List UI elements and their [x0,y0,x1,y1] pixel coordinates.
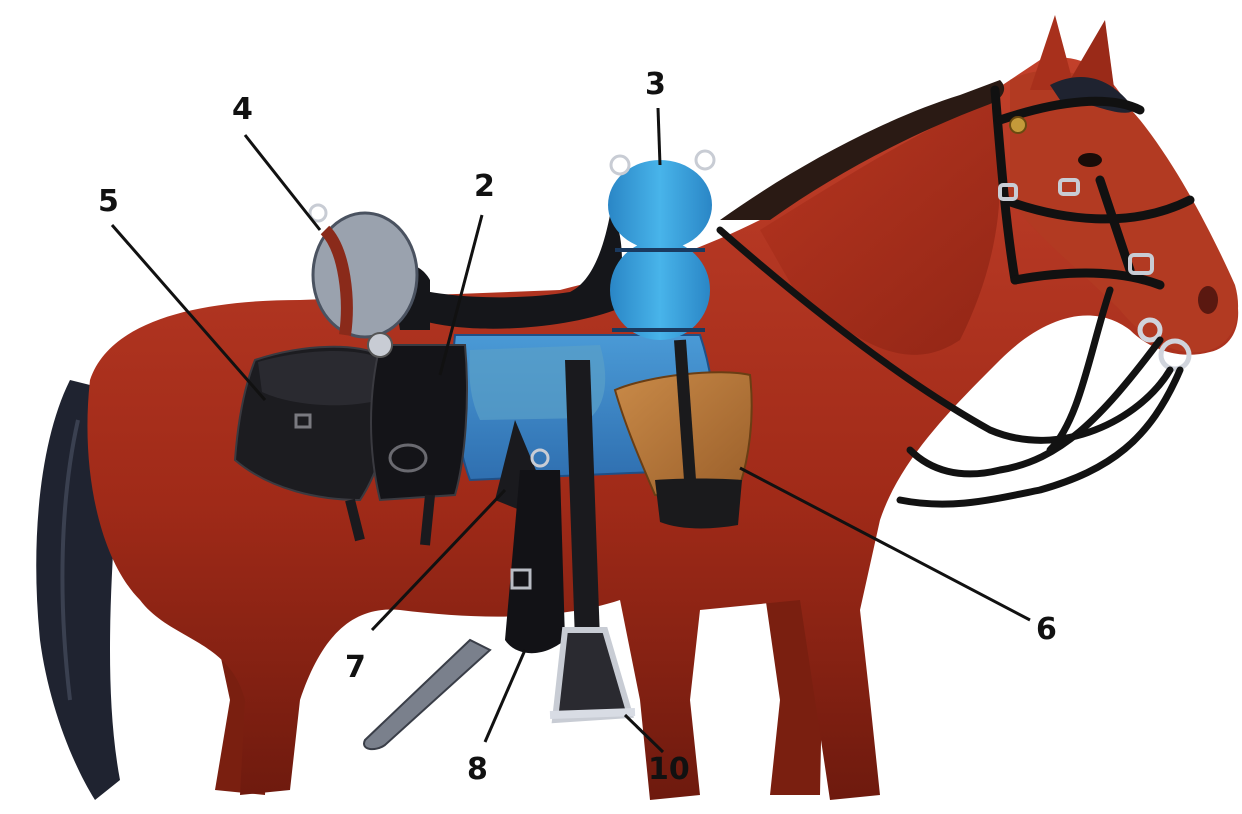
blanket-roll-bottom [610,240,710,340]
blanket-roll-ring-left [611,156,629,174]
leader-line-8 [485,650,525,742]
callout-7: 7 [345,653,366,683]
stirrup-tread [550,712,635,715]
nostril [1198,286,1218,314]
callout-6: 6 [1036,615,1057,645]
leader-line-4 [245,135,320,230]
bridle-rosette [1010,117,1026,133]
sword-scabbard [364,640,490,749]
callout-10: 10 [648,755,690,785]
stirrup-iron [555,630,630,720]
canteen-cap [368,333,392,357]
leader-line-3 [658,108,660,165]
callout-3: 3 [645,70,666,100]
callout-5: 5 [98,187,119,217]
saddle-seat [400,215,622,329]
callout-8: 8 [467,755,488,785]
center-saddlebag [371,345,467,500]
callout-2: 2 [474,172,495,202]
callout-4: 4 [232,95,253,125]
nosebag-bottom [655,479,742,529]
left-saddlebag-flap [258,351,388,405]
blanket-roll-ring-right [696,151,714,169]
eye [1078,153,1102,167]
